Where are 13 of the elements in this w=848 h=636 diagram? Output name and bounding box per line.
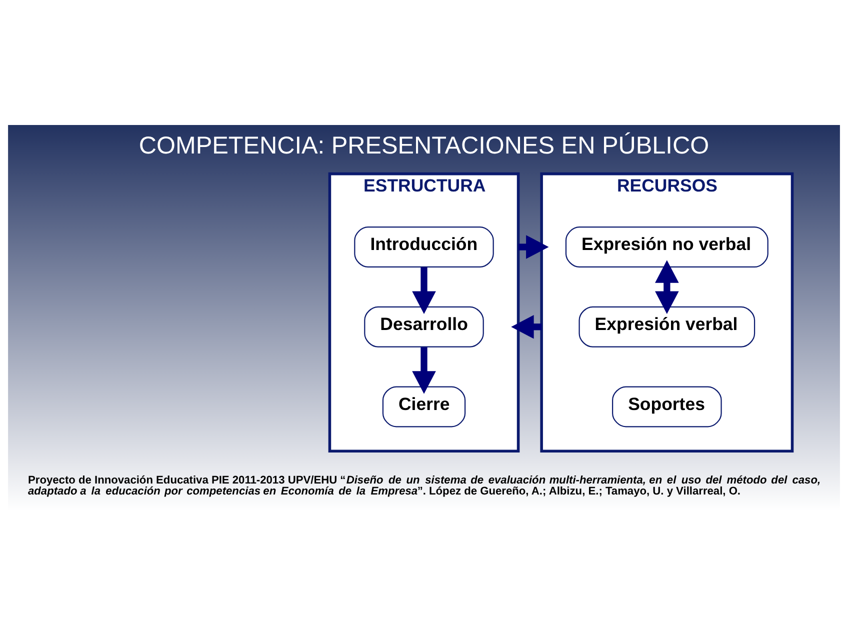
node-box: Expresión verbal — [578, 306, 756, 348]
node-box: Desarrollo — [364, 306, 484, 348]
arrow — [412, 347, 436, 394]
arrow — [655, 260, 679, 314]
caption: Proyecto de Innovación Educativa PIE 2011-2013 UPV/EHU “Diseño de un sistema de evaluación multi-herramienta, en el uso del método del caso, adaptado a la educación por competencias en Economía de la Empresa”. López de Guereño, A.; Albizu, E.; Tamayo, U. y Villarreal, O. — [28, 474, 821, 498]
node-box: Expresión no verbal — [565, 226, 768, 268]
node-box: Cierre — [382, 386, 466, 428]
diagram-title: COMPETENCIA: PRESENTACIONES EN PÚBLICO — [138, 132, 710, 160]
node-box: Soportes — [612, 386, 722, 428]
arrow — [412, 267, 436, 314]
arrow — [511, 314, 542, 339]
arrow — [518, 235, 549, 259]
node-box: Introducción — [354, 226, 494, 268]
